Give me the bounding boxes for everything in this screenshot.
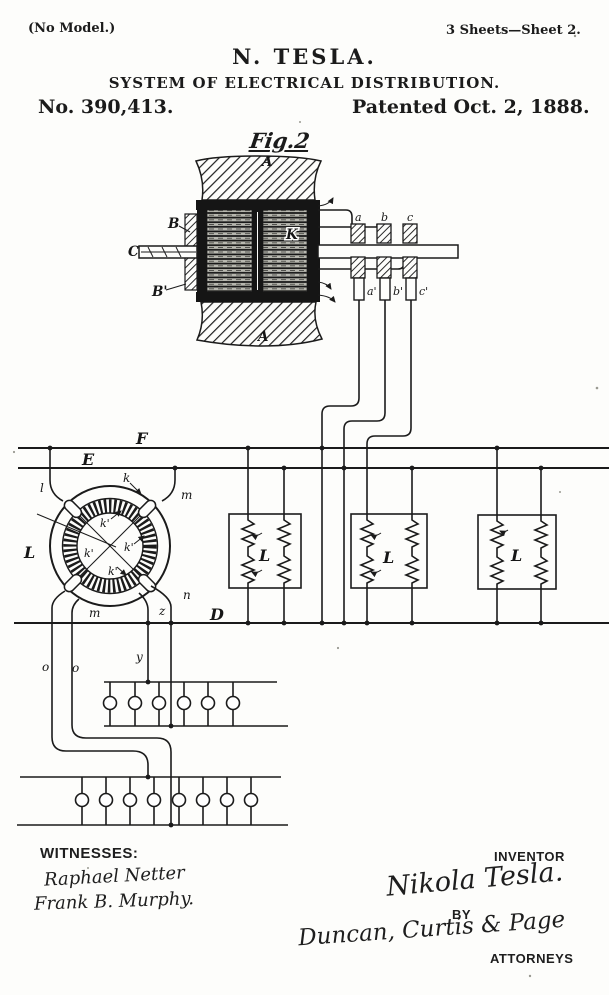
load-box-1 (228, 448, 302, 623)
label-line-e: E (81, 450, 95, 469)
no-model-note: (No Model.) (28, 21, 116, 36)
label-lead-y: y (135, 650, 143, 664)
label-coil-b: B (167, 216, 179, 232)
label-line-d: D (209, 605, 224, 624)
motor-connection-wires (49, 448, 176, 825)
label-stator-a-bottom: A (256, 329, 268, 345)
inventor-header: N. TESLA. (232, 44, 377, 69)
label-motor-l: L (23, 543, 35, 562)
load-box-2 (350, 468, 428, 623)
label-load-l-1: L (258, 546, 270, 565)
ring-motor (36, 482, 171, 607)
inventor-label: INVENTOR (494, 849, 565, 864)
label-brush-b-prime: b' (393, 285, 403, 298)
witnesses-label: WITNESSES: (40, 845, 139, 862)
invention-title: SYSTEM OF ELECTRICAL DISTRIBUTION. (108, 74, 501, 92)
generator-armature (165, 200, 320, 302)
patent-date: Patented Oct. 2, 1888. (352, 96, 590, 118)
label-lead-o-2: o (72, 661, 79, 675)
label-k-prime-4: k' (108, 565, 118, 578)
brush-down-wires (321, 300, 412, 623)
label-ring-b: b (381, 211, 388, 224)
label-ring-c: c (407, 211, 413, 224)
label-coil-b-prime: B' (151, 284, 168, 300)
label-lead-o-1: o (42, 660, 49, 674)
label-brush-a-prime: a' (367, 285, 377, 298)
label-shaft-c: C (128, 244, 139, 260)
load-box-3 (477, 448, 557, 623)
scan-noise (12, 34, 599, 978)
attorneys-label: ATTORNEYS (490, 951, 574, 966)
label-k: k (123, 471, 130, 485)
label-ring-a: a (355, 211, 362, 224)
label-load-l-2: L (382, 548, 394, 567)
label-load-l-3: L (510, 546, 522, 565)
label-lead-l: l (40, 481, 44, 495)
label-stator-a-top: A (260, 154, 272, 170)
junction-dots (47, 445, 544, 828)
label-lead-m-top: m (181, 488, 192, 502)
label-k-prime-1: k' (100, 517, 110, 530)
by-label: BY (452, 907, 472, 922)
upper-lamp-bank (102, 681, 288, 727)
label-lead-n: n (183, 588, 191, 602)
label-k-prime-2: k' (124, 541, 134, 554)
lower-lamp-bank (17, 776, 288, 826)
label-armature-k: K (285, 227, 299, 243)
label-lead-m-bottom: m (89, 606, 100, 620)
stator-field-blocks (194, 155, 324, 347)
label-lead-z: z (158, 604, 166, 618)
label-k-prime-3: k' (84, 547, 94, 560)
figure-part-labels: A A B B' C K a b c a' b' c' F E D L l m … (23, 154, 522, 675)
label-brush-c-prime: c' (419, 285, 428, 298)
label-line-f: F (135, 429, 149, 448)
distribution-lines (14, 446, 609, 625)
patent-number: No. 390,413. (38, 96, 174, 118)
sheet-info: 3 Sheets—Sheet 2. (446, 23, 581, 38)
